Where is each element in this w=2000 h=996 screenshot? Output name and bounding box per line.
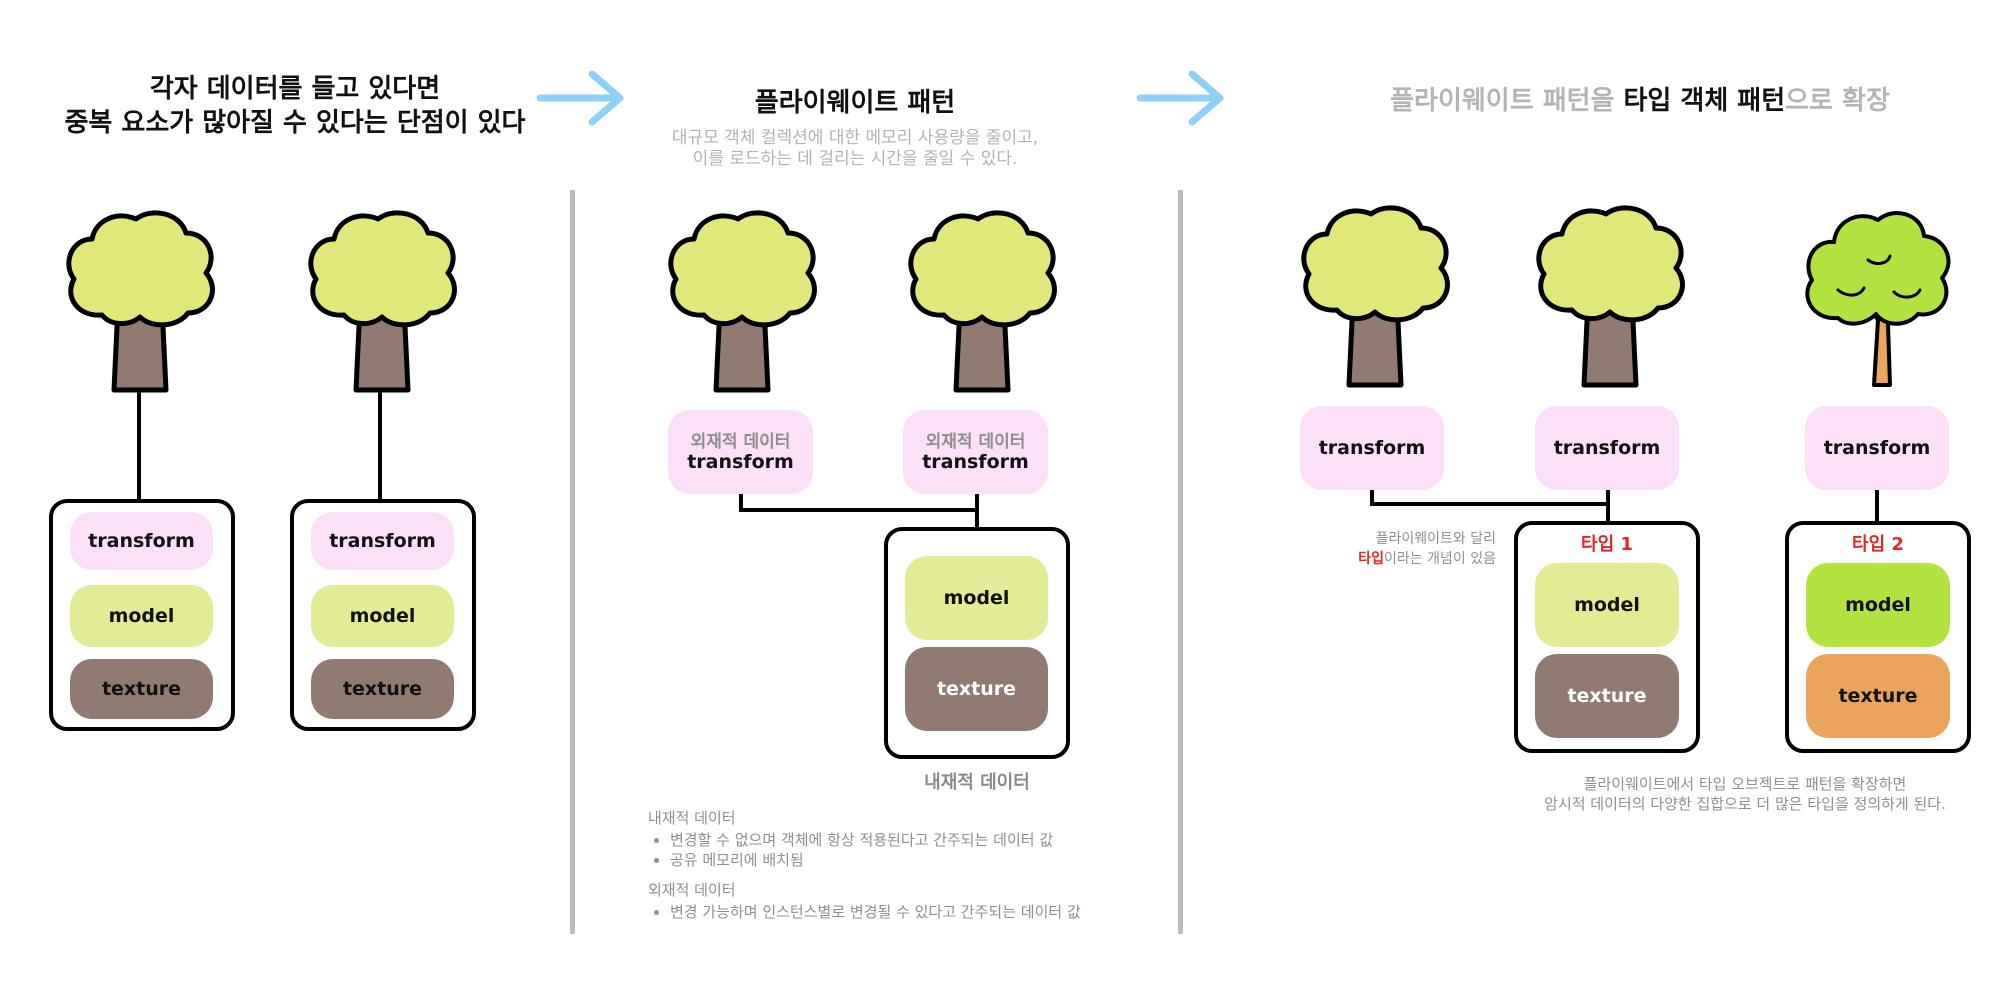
transform-card: transform — [1300, 406, 1444, 490]
panel1-title-line1: 각자 데이터를 들고 있다면 — [149, 74, 441, 104]
transform-label: transform — [1318, 437, 1426, 459]
connector-line — [137, 392, 141, 502]
panel2-subtitle-line1: 대규모 객체 컬렉션에 대한 메모리 사용량을 줄이고, — [671, 128, 1039, 148]
model-label: model — [1845, 594, 1911, 616]
intrinsic-notes-bullet: 변경할 수 없으며 객체에 항상 적용된다고 간주되는 데이터 값 — [670, 830, 1118, 850]
intrinsic-notes-bullet: 공유 메모리에 배치됨 — [670, 850, 1118, 870]
transform-card: transform — [1535, 406, 1679, 490]
arrow-right-icon — [536, 68, 626, 128]
transform-label: transform — [329, 530, 436, 552]
model-card: model — [1806, 563, 1950, 647]
model-label: model — [349, 605, 416, 627]
extrinsic-label: 외재적 데이터 — [690, 432, 791, 452]
transform-card: transform — [311, 512, 454, 570]
model-card: model — [311, 585, 454, 647]
panel1-title-line2: 중복 요소가 많아질 수 있다는 단점이 있다 — [64, 108, 526, 138]
connector-line — [378, 392, 382, 502]
texture-card: texture — [1535, 654, 1679, 738]
tree-icon — [662, 205, 822, 405]
bottom-note-line2: 암시적 데이터의 다양한 집합으로 더 많은 타입을 정의하게 된다. — [1544, 795, 1946, 813]
texture-label: texture — [1838, 685, 1918, 707]
model-label: model — [108, 605, 175, 627]
panel1-title: 각자 데이터를 들고 있다면 중복 요소가 많아질 수 있다는 단점이 있다 — [30, 72, 560, 140]
transform-card: transform — [1805, 406, 1949, 490]
bottom-note-line1: 플라이웨이트에서 타입 오브젝트로 패턴을 확장하면 — [1583, 775, 1907, 793]
intrinsic-notes-heading: 내재적 데이터 — [648, 809, 736, 827]
extrinsic-card: 외재적 데이터 transform — [668, 410, 813, 494]
model-label: model — [1574, 594, 1640, 616]
tree-icon — [902, 205, 1062, 405]
tree-icon — [302, 205, 462, 405]
divider — [570, 190, 575, 934]
connector-line — [739, 508, 979, 512]
model-card: model — [70, 585, 213, 647]
transform-card: transform — [70, 512, 213, 570]
arrow-right-icon — [1136, 68, 1226, 128]
tree-icon — [1530, 200, 1690, 400]
extrinsic-card: 외재적 데이터 transform — [903, 410, 1048, 494]
intrinsic-notes: 내재적 데이터 변경할 수 없으며 객체에 항상 적용된다고 간주되는 데이터 … — [648, 808, 1118, 870]
side-note-line1: 플라이웨이트와 달리 — [1375, 531, 1496, 547]
texture-card: texture — [70, 659, 213, 719]
panel2-subtitle: 대규모 객체 컬렉션에 대한 메모리 사용량을 줄이고, 이를 로드하는 데 걸… — [620, 128, 1090, 170]
extrinsic-label: 외재적 데이터 — [925, 432, 1026, 452]
extrinsic-notes-heading: 외재적 데이터 — [648, 881, 736, 899]
transform-label: transform — [88, 530, 195, 552]
transform-label: transform — [1823, 437, 1931, 459]
transform-label: transform — [1553, 437, 1661, 459]
connector-line — [1875, 490, 1879, 522]
extrinsic-notes: 외재적 데이터 변경 가능하며 인스턴스별로 변경될 수 있다고 간주되는 데이… — [648, 880, 1128, 922]
model-label: model — [943, 587, 1010, 609]
tree-icon — [60, 205, 220, 405]
texture-card: texture — [1806, 654, 1950, 738]
texture-label: texture — [101, 678, 182, 700]
connector-line — [1606, 490, 1610, 522]
tree-icon — [1295, 200, 1455, 400]
panel3-title-part3: 으로 확장 — [1785, 86, 1890, 116]
model-card: model — [1535, 563, 1679, 647]
panel2-subtitle-line2: 이를 로드하는 데 걸리는 시간을 줄일 수 있다. — [692, 149, 1018, 169]
texture-card: texture — [905, 647, 1048, 731]
extrinsic-notes-bullet: 변경 가능하며 인스턴스별로 변경될 수 있다고 간주되는 데이터 값 — [670, 902, 1128, 922]
type2-label: 타입 2 — [1852, 534, 1904, 555]
connector-line — [1370, 502, 1610, 506]
panel3-title-part2: 타입 객체 패턴 — [1623, 86, 1786, 116]
texture-card: texture — [311, 659, 454, 719]
transform-label: transform — [687, 451, 794, 473]
panel3-title: 플라이웨이트 패턴을 타입 객체 패턴으로 확장 — [1300, 80, 1980, 117]
transform-label: transform — [922, 451, 1029, 473]
side-note-rest: 이라는 개념이 있음 — [1384, 551, 1496, 567]
connector-line — [1370, 490, 1374, 506]
panel3-title-part1: 플라이웨이트 패턴을 — [1390, 86, 1624, 116]
intrinsic-caption: 내재적 데이터 — [924, 772, 1030, 793]
bottom-note: 플라이웨이트에서 타입 오브젝트로 패턴을 확장하면 암시적 데이터의 다양한 … — [1520, 774, 1970, 814]
side-note-red: 타입 — [1358, 551, 1385, 567]
side-note-line2: 타입이라는 개념이 있음 — [1290, 549, 1496, 569]
texture-label: texture — [936, 678, 1017, 700]
tree-variant-icon — [1798, 200, 1958, 400]
connector-line — [739, 494, 743, 512]
texture-label: texture — [1567, 685, 1647, 707]
texture-label: texture — [342, 678, 423, 700]
model-card: model — [905, 556, 1048, 640]
panel2-title: 플라이웨이트 패턴 — [754, 88, 956, 118]
divider — [1178, 190, 1183, 934]
type1-label: 타입 1 — [1581, 534, 1633, 555]
side-note: 플라이웨이트와 달리 타입이라는 개념이 있음 — [1290, 529, 1496, 569]
